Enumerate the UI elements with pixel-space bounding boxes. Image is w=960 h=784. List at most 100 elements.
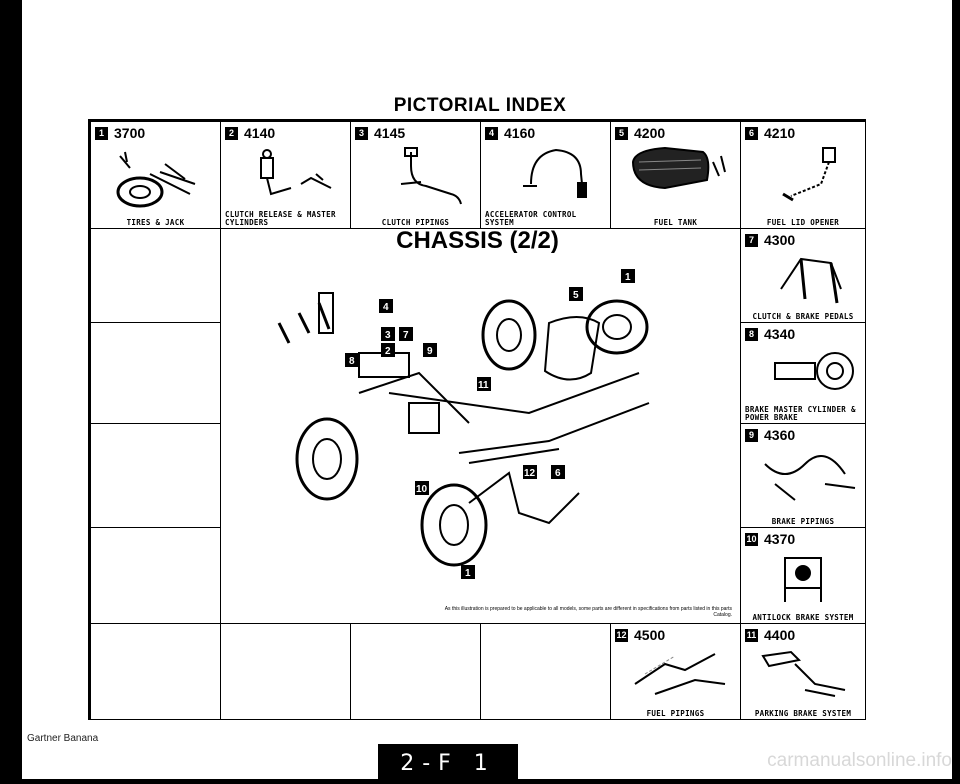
index-cell-4145[interactable]: 3 4145 CLUTCH PIPINGS [350, 121, 481, 229]
callout-12 [523, 465, 537, 479]
index-badge: 6 [745, 126, 758, 140]
fuel-piping-illustration [634, 653, 726, 695]
callout-label: 2 [385, 346, 391, 357]
index-cell-empty [90, 423, 221, 528]
callout-label: 1 [465, 568, 471, 579]
index-cell-4140[interactable]: 2 4140 CLUTCH RELEASE & MASTER CYLINDERS [220, 121, 351, 229]
callout-9 [423, 343, 437, 357]
index-cell-4160[interactable]: 4 4160 ACCELERATOR CONTROL SYSTEM [480, 121, 611, 229]
callout-4 [379, 299, 393, 313]
callout-label: 12 [524, 468, 536, 479]
part-caption: FUEL PIPINGS [646, 709, 705, 718]
index-badge: 4 [485, 126, 498, 140]
part-caption: ANTILOCK BRAKE SYSTEM [752, 613, 854, 622]
part-caption: CLUTCH RELEASE & MASTER CYLINDERS [225, 210, 336, 227]
callout-label: 8 [349, 356, 355, 367]
watermark: carmanualsonline.info [767, 750, 952, 771]
part-caption: FUEL LID OPENER [766, 218, 840, 227]
part-code: 3700 [114, 125, 146, 141]
clutch-piping-illustration [400, 147, 462, 205]
callout-label: 9 [427, 346, 433, 357]
page-number: 2-F 1 [378, 744, 518, 779]
index-cell-empty [90, 623, 221, 720]
index-grid: 1 3700 TIRES & JACK 2 4140 CLUTCH RELEASE … [88, 119, 866, 720]
index-badge: 8 [745, 327, 758, 341]
callout-11 [477, 377, 491, 391]
index-cell-4500[interactable]: 12 4500 FUEL PIPINGS [610, 623, 741, 720]
clutch-cylinder-illustration [260, 149, 332, 196]
brake-piping-illustration [764, 455, 856, 501]
index-cell-3700[interactable]: 1 3700 TIRES & JACK [90, 121, 221, 229]
callout-label: 1 [625, 272, 631, 283]
index-badge: 1 [95, 126, 108, 140]
index-badge: 12 [615, 628, 628, 642]
part-code: 4210 [764, 125, 796, 141]
callout-label: 6 [555, 468, 561, 479]
callout-7 [399, 327, 413, 341]
abs-unit-illustration [784, 557, 822, 602]
index-cell-4340[interactable]: 8 4340 BRAKE MASTER CYLINDER & POWER BRAK… [740, 322, 866, 424]
index-cell-empty [90, 322, 221, 424]
index-cell-4370[interactable]: 10 4370 ANTILOCK BRAKE SYSTEM [740, 527, 866, 624]
callout-5 [569, 287, 583, 301]
index-badge: 10 [745, 532, 758, 546]
part-code: 4340 [764, 326, 796, 342]
part-caption: FUEL TANK [653, 218, 698, 227]
index-badge: 3 [355, 126, 368, 140]
callout-8 [345, 353, 359, 367]
applicability-note: As this illustration is prepared to be a… [444, 606, 732, 618]
chassis-diagram: CHASSIS (2/2) 1 5 4 3 [219, 227, 736, 622]
part-code: 4140 [244, 125, 276, 141]
master-cylinder-illustration [774, 352, 854, 390]
part-caption: BRAKE PIPINGS [771, 517, 835, 526]
callout-6 [551, 465, 565, 479]
part-caption: TIRES & JACK [126, 218, 185, 227]
part-code: 4500 [634, 627, 666, 643]
callout-3 [381, 327, 395, 341]
callout-label: 3 [385, 330, 391, 341]
index-badge: 7 [745, 233, 758, 247]
callout-label: 10 [416, 484, 428, 495]
callout-label: 5 [573, 290, 579, 301]
part-caption: PARKING BRAKE SYSTEM [754, 709, 852, 718]
part-caption: CLUTCH PIPINGS [381, 218, 450, 227]
index-cell-empty [90, 228, 221, 323]
section-title: CHASSIS (2/2) [396, 227, 559, 254]
index-cell-empty [350, 623, 481, 720]
parking-brake-illustration [761, 650, 846, 697]
fuel-lid-opener-illustration [782, 147, 836, 202]
part-code: 4200 [634, 125, 666, 141]
index-cell-4360[interactable]: 9 4360 BRAKE PIPINGS [740, 423, 866, 528]
index-badge: 2 [225, 126, 238, 140]
part-code: 4400 [764, 627, 796, 643]
part-caption: ACCELERATOR CONTROL SYSTEM [485, 210, 577, 227]
callout-1 [461, 565, 475, 579]
index-cell-4200[interactable]: 5 4200 FUEL TANK [610, 121, 741, 229]
part-code: 4370 [764, 531, 796, 547]
tire-jack-illustration [116, 151, 196, 208]
callout-2 [381, 343, 395, 357]
part-code: 4145 [374, 125, 406, 141]
part-caption: BRAKE MASTER CYLINDER & POWER BRAKE [745, 405, 856, 422]
part-code: 4160 [504, 125, 536, 141]
index-cell-4210[interactable]: 6 4210 FUEL LID OPENER [740, 121, 866, 229]
fuel-tank-illustration [631, 146, 726, 190]
accelerator-illustration [523, 148, 587, 198]
part-code: 4360 [764, 427, 796, 443]
footer-label: Gartner Banana [27, 733, 99, 744]
callout-1 [621, 269, 635, 283]
callout-label: 4 [383, 302, 389, 313]
chassis-illustration: 1 5 4 3 7 2 9 8 11 12 6 10 1 [277, 269, 650, 579]
index-badge: 5 [615, 126, 628, 140]
pedals-illustration [780, 257, 842, 304]
callout-10 [415, 481, 429, 495]
index-cell-empty [220, 623, 351, 720]
callout-label: 7 [403, 330, 409, 341]
page-title: PICTORIAL INDEX [393, 95, 567, 116]
index-badge: 9 [745, 428, 758, 442]
index-cell-empty [90, 527, 221, 624]
part-caption: CLUTCH & BRAKE PEDALS [752, 312, 854, 321]
callout-label: 11 [478, 380, 489, 391]
